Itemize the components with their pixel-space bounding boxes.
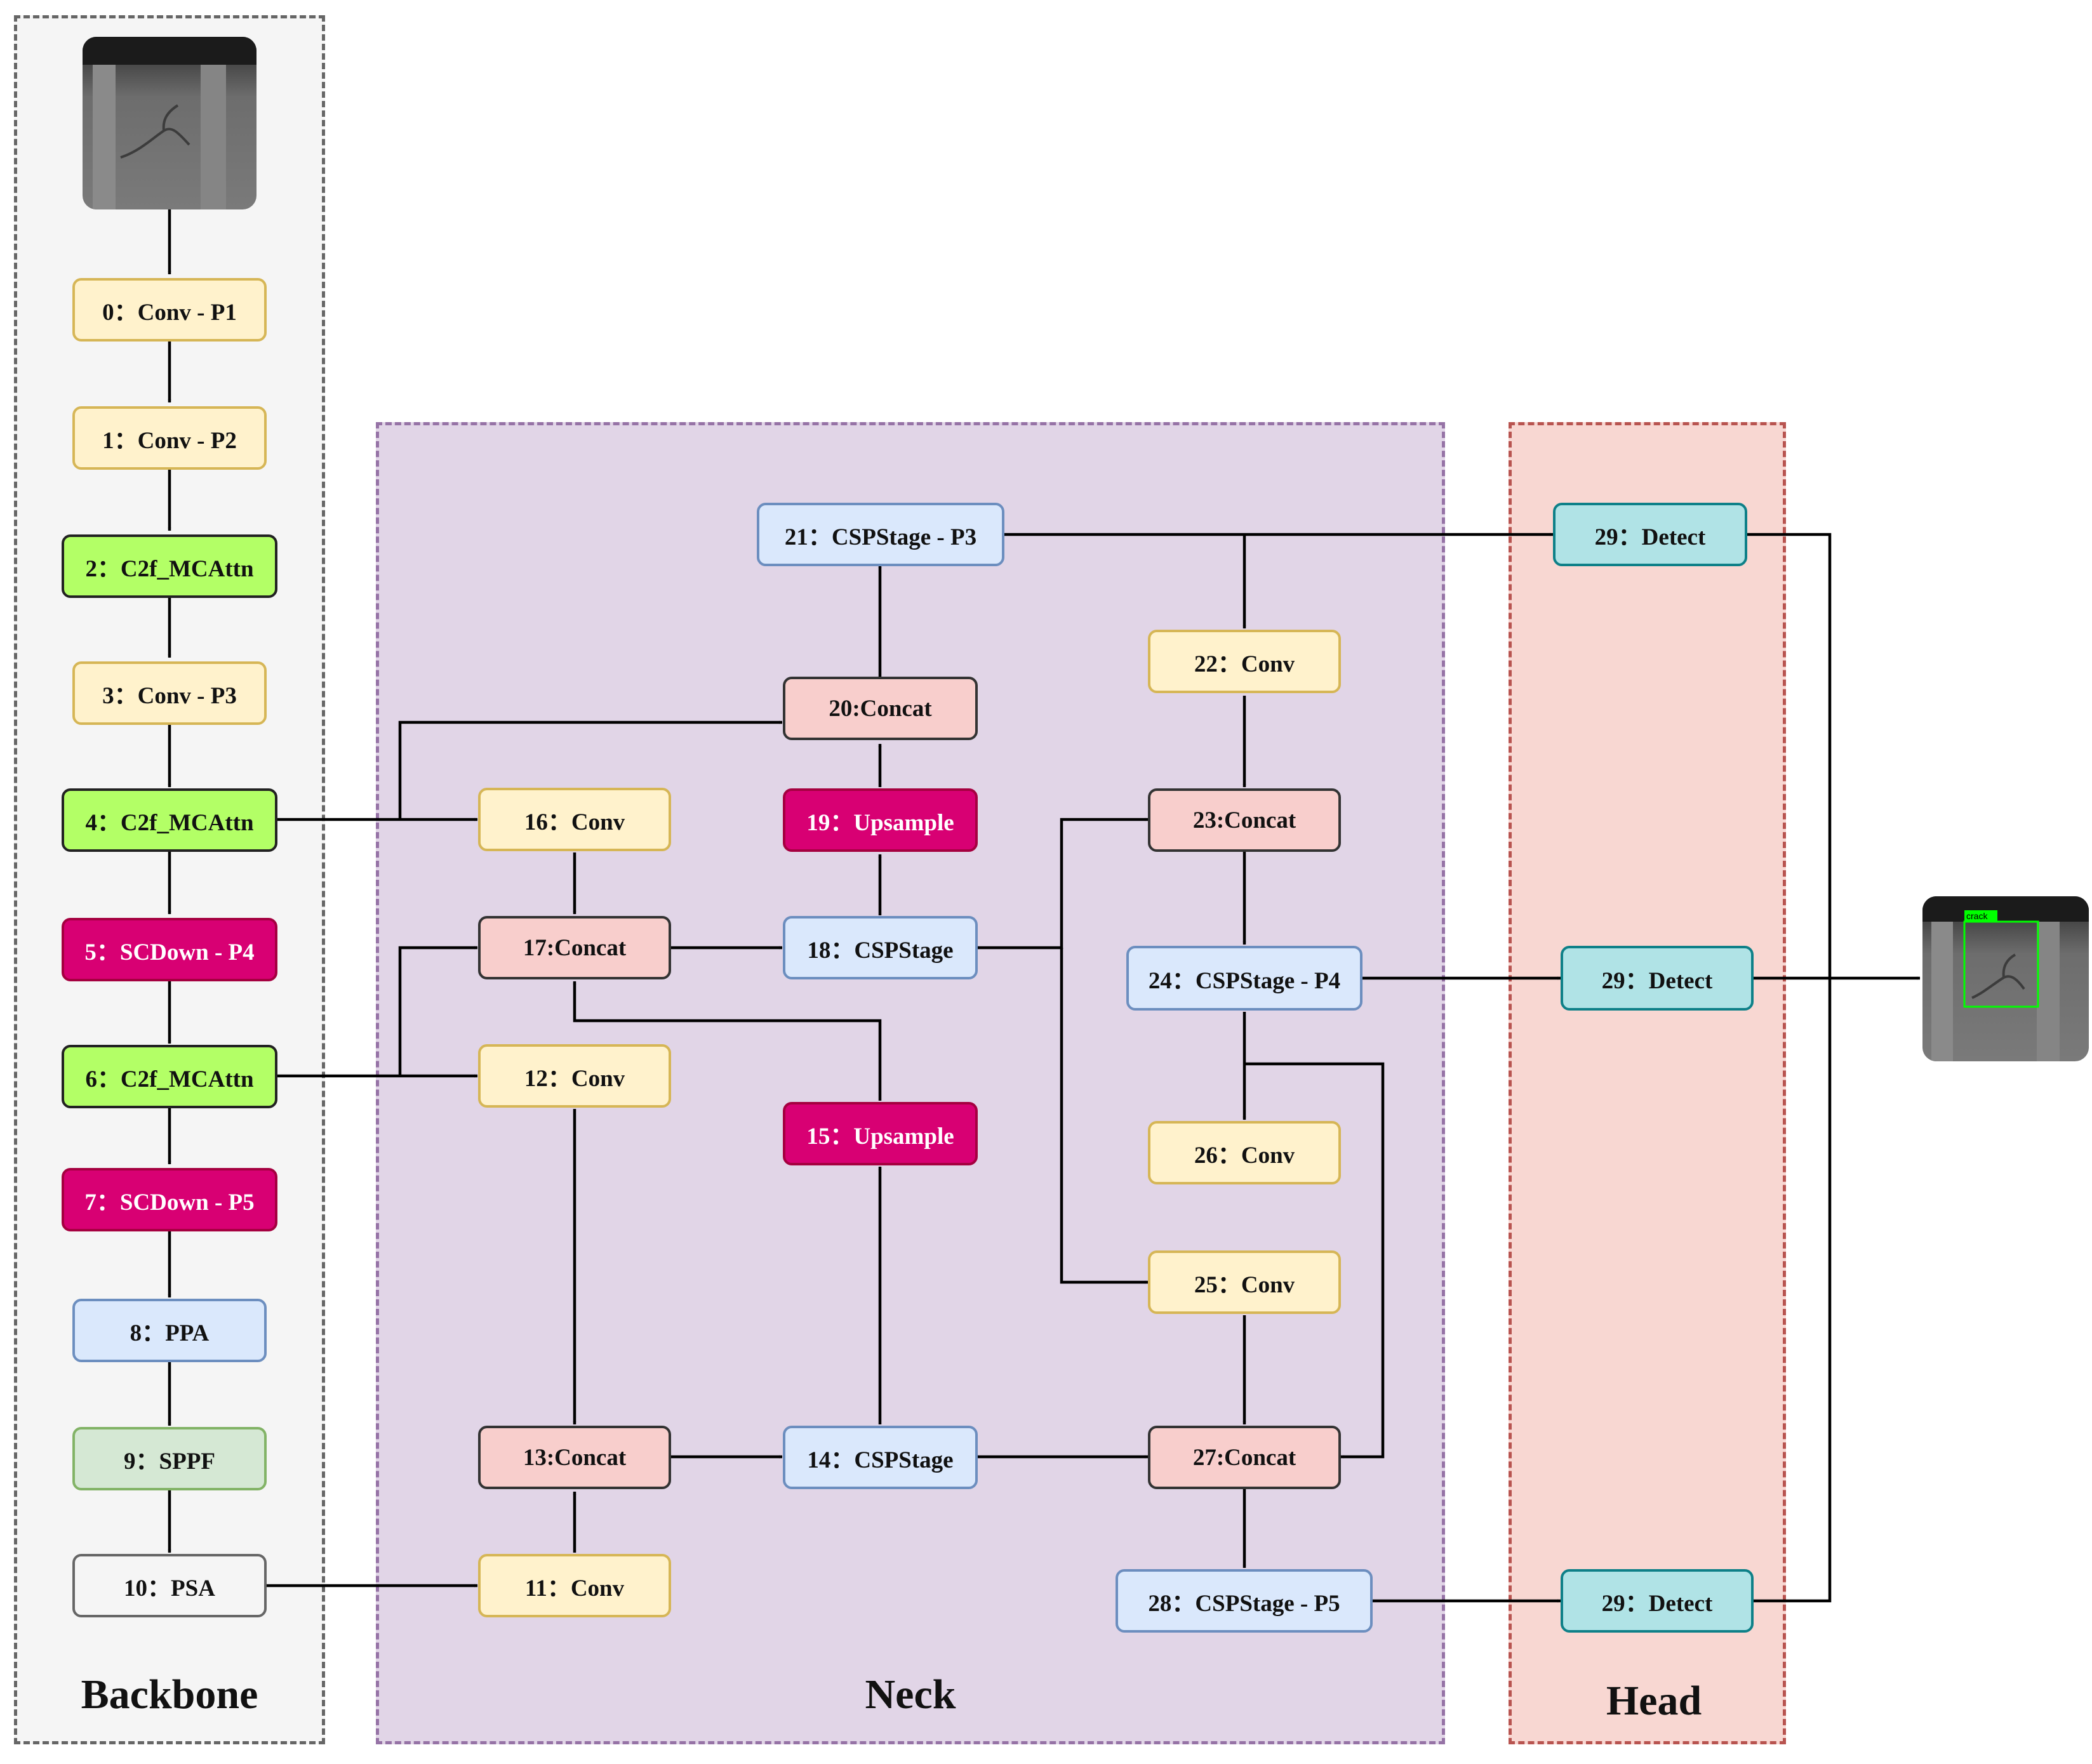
edge-n18-n25 <box>1060 948 1149 1284</box>
input-image <box>83 37 257 209</box>
node-0-conv-p1: 0：Conv - P1 <box>72 278 267 342</box>
edge-d3-output <box>1754 978 1832 1603</box>
node-17-concat: 17:Concat <box>478 916 671 979</box>
node-8-ppa: 8：PPA <box>72 1299 267 1362</box>
detection-label: crack <box>1966 911 1988 921</box>
node-7-scdown-p5: 7：SCDown - P5 <box>62 1168 277 1231</box>
edge-n6-n17 <box>398 946 478 1076</box>
edge-n4-n20 <box>398 720 783 819</box>
node-18-cspstage: 18：CSPStage <box>783 916 978 979</box>
head-panel <box>1509 422 1786 1744</box>
node-29-detect-p3: 29：Detect <box>1553 503 1747 566</box>
edge-d1-output <box>1747 533 1832 978</box>
node-2-c2f-mcattn: 2：C2f_MCAttn <box>62 534 277 598</box>
detection-box <box>1963 920 2039 1008</box>
node-27-concat: 27:Concat <box>1148 1426 1341 1489</box>
node-10-psa: 10：PSA <box>72 1554 267 1617</box>
node-9-sppf: 9：SPPF <box>72 1427 267 1490</box>
edge-n15-n17 <box>573 981 882 1101</box>
node-4-c2f-mcattn: 4：C2f_MCAttn <box>62 788 277 852</box>
node-20-concat: 20:Concat <box>783 677 978 740</box>
node-25-conv: 25：Conv <box>1148 1250 1341 1314</box>
node-24-cspstage-p4: 24：CSPStage - P4 <box>1126 946 1362 1011</box>
node-23-concat: 23:Concat <box>1148 788 1341 852</box>
node-29-detect-p4: 29：Detect <box>1561 946 1754 1011</box>
edge-n18-n23 <box>978 818 1149 950</box>
node-15-upsample: 15：Upsample <box>783 1102 978 1165</box>
node-11-conv: 11：Conv <box>478 1554 671 1617</box>
node-29-detect-p5: 29：Detect <box>1561 1569 1754 1633</box>
node-21-cspstage-p3: 21：CSPStage - P3 <box>757 503 1004 566</box>
output-image-graphic: crack <box>1922 896 2089 1061</box>
node-26-conv: 26：Conv <box>1148 1121 1341 1184</box>
input-image-graphic <box>83 37 257 209</box>
node-1-conv-p2: 1：Conv - P2 <box>72 406 267 470</box>
node-28-cspstage-p5: 28：CSPStage - P5 <box>1116 1569 1373 1633</box>
node-19-upsample: 19：Upsample <box>783 788 978 852</box>
edge-n24-n27 <box>1244 1062 1385 1459</box>
output-image: crack <box>1922 896 2089 1061</box>
node-6-c2f-mcattn: 6：C2f_MCAttn <box>62 1045 277 1108</box>
backbone-title: Backbone <box>81 1671 258 1718</box>
node-22-conv: 22：Conv <box>1148 630 1341 693</box>
node-16-conv: 16：Conv <box>478 788 671 851</box>
node-14-cspstage: 14：CSPStage <box>783 1426 978 1489</box>
node-13-concat: 13:Concat <box>478 1426 671 1489</box>
neck-title: Neck <box>865 1671 956 1718</box>
node-5-scdown-p4: 5：SCDown - P4 <box>62 918 277 981</box>
node-3-conv-p3: 3：Conv - P3 <box>72 661 267 725</box>
node-12-conv: 12：Conv <box>478 1044 671 1108</box>
detection-label-bg <box>1964 910 1997 922</box>
head-title: Head <box>1606 1678 1702 1724</box>
